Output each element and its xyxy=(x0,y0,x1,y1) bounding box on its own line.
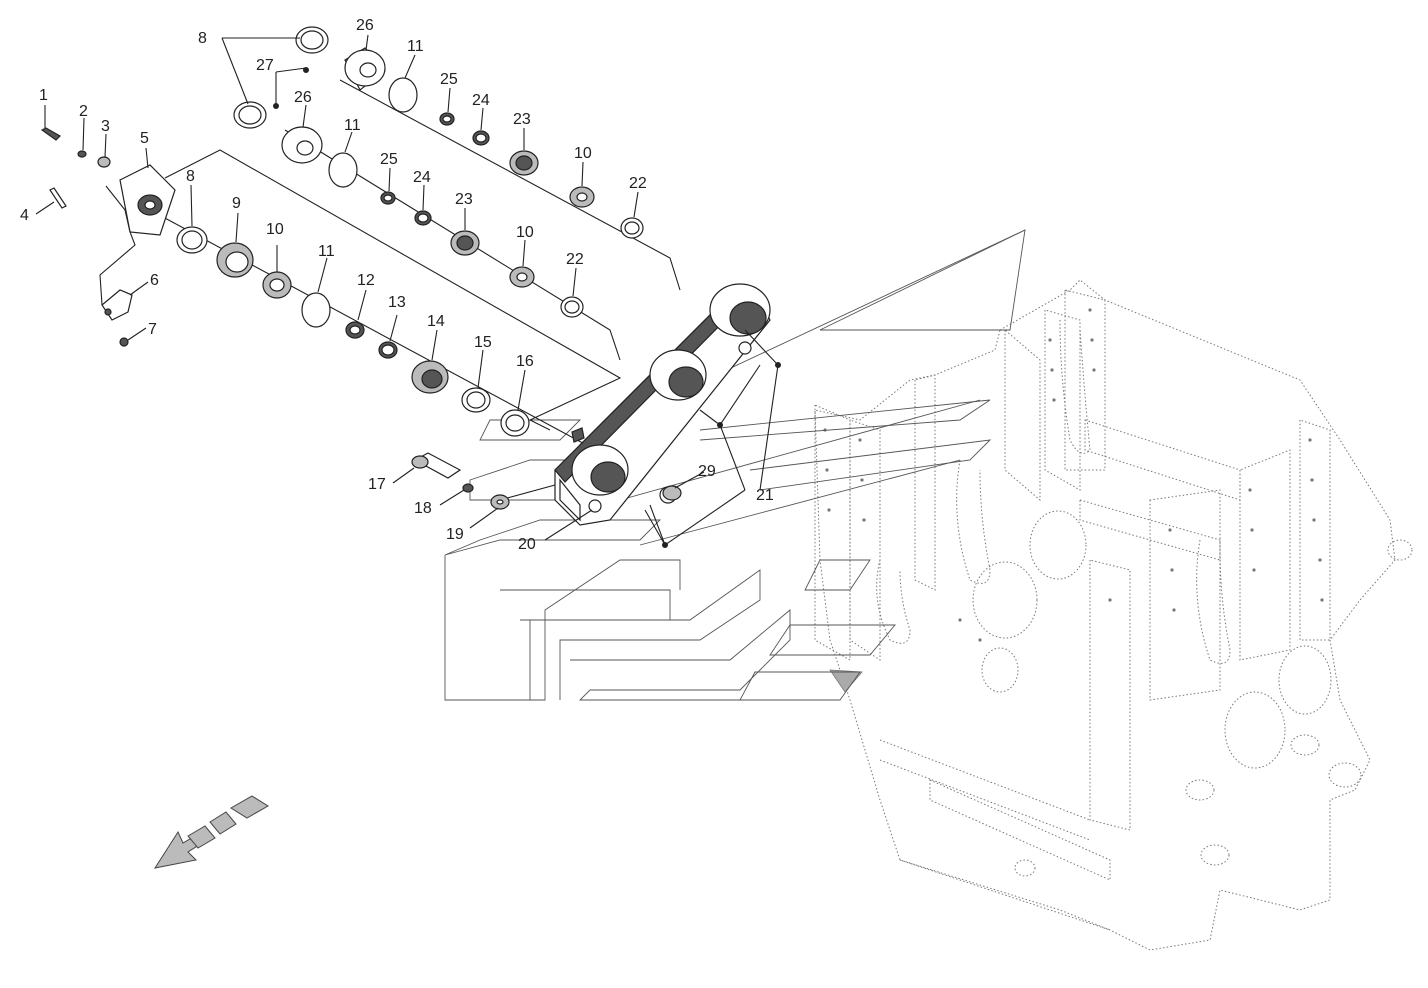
callout-5: 5 xyxy=(140,130,149,147)
callout-1: 1 xyxy=(39,87,48,104)
callout-24-upper: 24 xyxy=(472,92,490,109)
hardware xyxy=(40,127,682,510)
callout-labels: 1 2 3 4 5 6 7 8 8 9 10 10 10 11 11 11 12… xyxy=(20,17,774,553)
callout-24-lower: 24 xyxy=(413,169,431,186)
part-5-housing xyxy=(119,164,176,236)
callout-21: 21 xyxy=(756,487,774,504)
callout-13: 13 xyxy=(388,294,406,311)
callout-11-middle: 11 xyxy=(344,117,361,134)
callout-8-upper: 8 xyxy=(198,30,207,47)
callout-14: 14 xyxy=(427,313,445,330)
callout-25-lower: 25 xyxy=(380,151,398,168)
callout-10-upper: 10 xyxy=(574,145,592,162)
machine-frame xyxy=(814,279,1413,951)
callout-23-lower: 23 xyxy=(455,191,473,208)
callout-29: 29 xyxy=(698,463,716,480)
callout-2: 2 xyxy=(79,103,88,120)
callout-9: 9 xyxy=(232,195,241,212)
callout-16: 16 xyxy=(516,353,534,370)
callout-18: 18 xyxy=(414,500,432,517)
upper-row-parts xyxy=(295,26,644,239)
callout-26-upper: 26 xyxy=(356,17,374,34)
callout-12: 12 xyxy=(357,272,375,289)
callout-7: 7 xyxy=(148,321,157,338)
callout-8-lower: 8 xyxy=(186,168,195,185)
lower-row-parts xyxy=(176,226,530,437)
callout-11-upper: 11 xyxy=(407,38,424,55)
callout-27: 27 xyxy=(256,57,274,74)
part-6-clamp xyxy=(101,289,133,321)
callout-6: 6 xyxy=(150,272,159,289)
callout-10-middle: 10 xyxy=(516,224,534,241)
callout-22-lower: 22 xyxy=(566,251,584,268)
callout-22-upper: 22 xyxy=(629,175,647,192)
callout-4: 4 xyxy=(20,207,29,224)
leader-lines xyxy=(35,34,781,548)
callout-26-lower: 26 xyxy=(294,89,312,106)
direction-arrow xyxy=(153,795,269,869)
callout-10-lower: 10 xyxy=(266,221,284,238)
callout-17: 17 xyxy=(368,476,386,493)
callout-23-upper: 23 xyxy=(513,111,531,128)
bracket-plate xyxy=(554,283,771,526)
middle-row-parts xyxy=(233,101,584,318)
callout-3: 3 xyxy=(101,118,110,135)
callout-19: 19 xyxy=(446,526,464,543)
callout-20: 20 xyxy=(518,536,536,553)
callout-25-upper: 25 xyxy=(440,71,458,88)
callout-11-lower: 11 xyxy=(318,243,335,260)
callout-15: 15 xyxy=(474,334,492,351)
